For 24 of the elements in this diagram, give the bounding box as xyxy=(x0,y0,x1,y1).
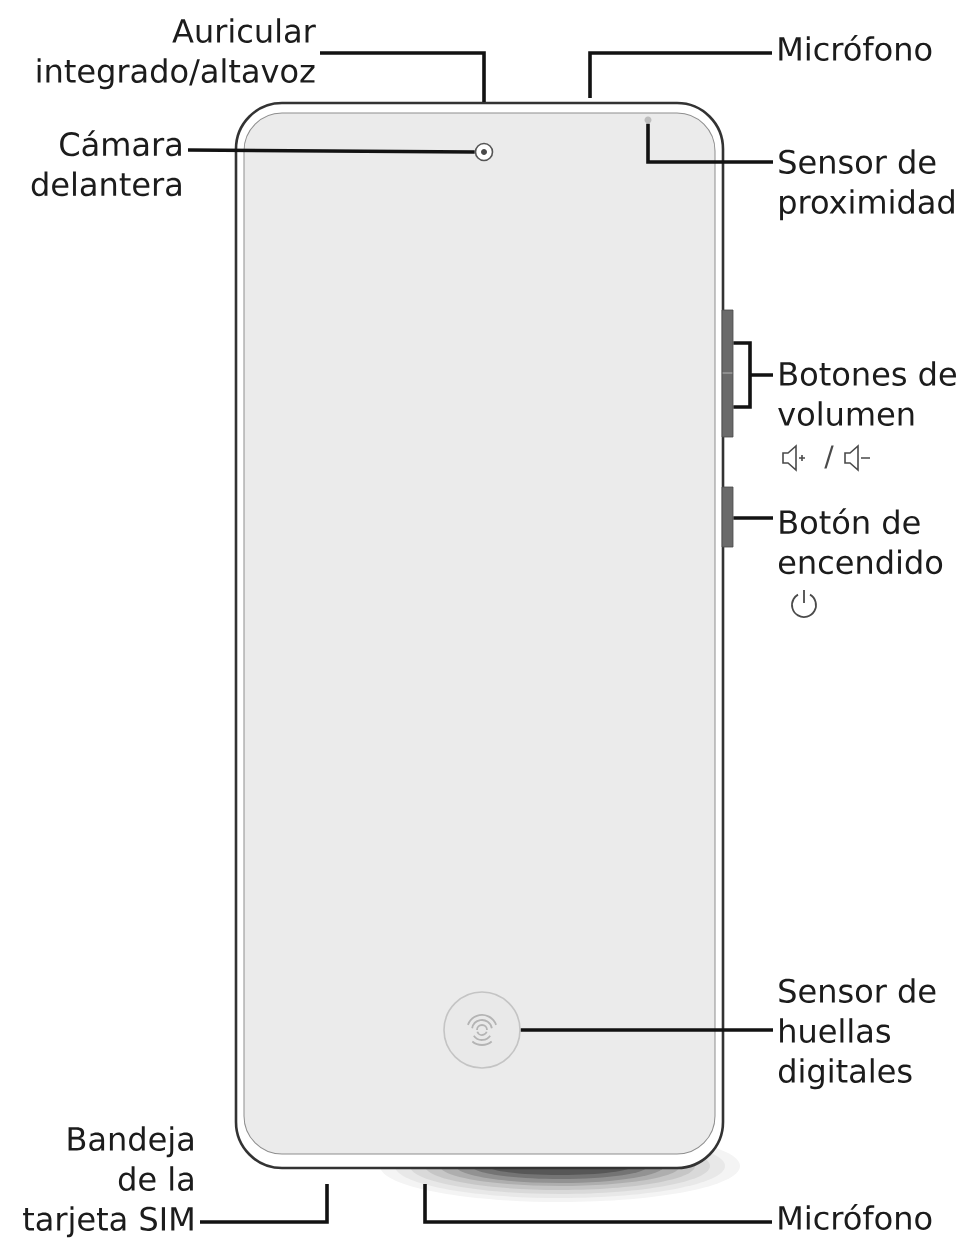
power-button xyxy=(721,486,734,548)
part-label: Auricular integrado/altavoz xyxy=(37,18,316,90)
fingerprint-sensor xyxy=(443,991,521,1069)
part-label: Botones de volumen xyxy=(778,361,956,426)
volume-buttons xyxy=(721,309,734,438)
separator-text: / xyxy=(824,445,834,469)
leader-line xyxy=(320,51,486,102)
leader-line xyxy=(423,1184,772,1224)
front-camera xyxy=(474,142,494,162)
leader-line xyxy=(188,148,475,154)
leader-line xyxy=(200,1184,329,1224)
part-label: Bandeja de la tarjeta SIM xyxy=(23,1126,193,1238)
part-label: Micrófono xyxy=(779,35,932,62)
leader-line xyxy=(733,516,773,520)
leader-line xyxy=(520,1028,773,1032)
part-label: Sensor de proximidad xyxy=(779,149,954,221)
part-label: Cámara delantera xyxy=(31,130,181,197)
leader-line xyxy=(588,51,772,98)
proximity-sensor xyxy=(644,116,652,124)
part-label: Micrófono xyxy=(779,1204,932,1231)
part-label: Botón de encendido xyxy=(778,508,943,575)
part-label: Sensor de huellas digitales xyxy=(778,978,936,1090)
leader-line xyxy=(731,341,775,409)
leader-line xyxy=(646,123,773,164)
